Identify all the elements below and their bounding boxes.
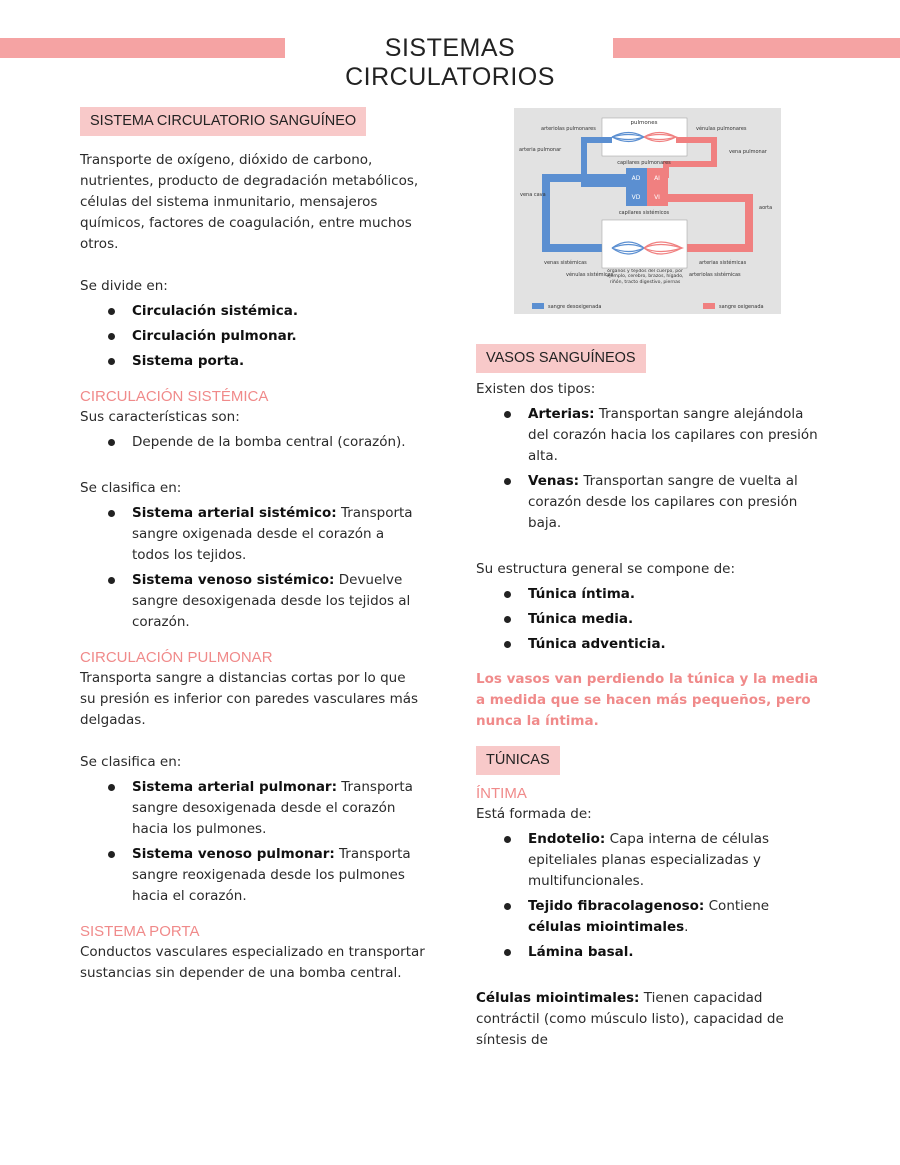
- list-item: Depende de la bomba central (corazón).: [108, 432, 425, 453]
- label-vena-pulmonar: vena pulmonar: [729, 149, 768, 155]
- label-venulas-pulmonares: vénulas pulmonares: [696, 125, 747, 132]
- list-item: Venas: Transportan sangre de vuelta al c…: [504, 471, 821, 534]
- list-item: Tejido fibracolagenoso: Contiene células…: [504, 896, 821, 938]
- subheading-circulacion-pulmonar: CIRCULACIÓN PULMONAR: [80, 649, 273, 666]
- label-arteria-pulmonar: arteria pulmonar: [519, 147, 562, 153]
- list-item: Lámina basal.: [504, 942, 821, 963]
- label-capilares-pulmonares: capilares pulmonares: [617, 160, 671, 166]
- page-title: SISTEMAS CIRCULATORIOS: [345, 34, 555, 91]
- bullet-list: Sistema arterial sistémico: Transporta s…: [80, 503, 425, 633]
- heart-ad: [626, 168, 647, 187]
- subheading-circulacion-sistemica: CIRCULACIÓN SISTÉMICA: [80, 388, 269, 405]
- label-ad: AD: [632, 175, 641, 182]
- left-column: SISTEMA CIRCULATORIO SANGUÍNEO Transport…: [80, 107, 425, 984]
- systemic-capillaries: [611, 241, 685, 255]
- bullet-list: Depende de la bomba central (corazón).: [80, 432, 425, 453]
- list-item: Sistema venoso sistémico: Devuelve sangr…: [108, 570, 425, 633]
- subheading-intima: ÍNTIMA: [476, 785, 527, 802]
- list-item: Circulación sistémica.: [108, 301, 425, 322]
- list-item: Sistema venoso pulmonar: Transporta sang…: [108, 844, 425, 907]
- paragraph: Se clasifica en:: [80, 480, 182, 496]
- label-venulas-sistemicas: vénulas sistémicas: [566, 271, 614, 278]
- highlight-note: Los vasos van perdiendo la túnica y la m…: [476, 671, 819, 729]
- title-bar-right: [613, 38, 900, 58]
- section-heading-sistema-circulatorio: SISTEMA CIRCULATORIO SANGUÍNEO: [80, 107, 367, 136]
- list-item: Sistema arterial pulmonar: Transporta sa…: [108, 777, 425, 840]
- paragraph-celulas: Células miointimales: Tienen capacidad c…: [476, 990, 784, 1048]
- paragraph: Transporte de oxígeno, dióxido de carbon…: [80, 152, 419, 252]
- label-ai: AI: [654, 175, 660, 182]
- title-bar-left: [0, 38, 285, 58]
- legend-swatch-blue: [532, 303, 544, 309]
- vena-cava-path: [542, 174, 626, 252]
- right-column: VASOS SANGUÍNEOS Existen dos tipos: Arte…: [476, 344, 821, 1051]
- legend-blue: sangre desoxigenada: [548, 304, 601, 310]
- list-item: Arterias: Transportan sangre alejándola …: [504, 404, 821, 467]
- paragraph: Sus características son:: [80, 409, 240, 425]
- bullet-list: Circulación sistémica. Circulación pulmo…: [80, 301, 425, 372]
- paragraph: Se clasifica en:: [80, 754, 182, 770]
- legend-red: sangre oxigenada: [719, 304, 764, 310]
- bullet-list: Arterias: Transportan sangre alejándola …: [476, 404, 821, 534]
- list-item: Túnica adventicia.: [504, 634, 821, 655]
- label-pulmones: pulmones: [631, 120, 658, 126]
- heart-vd: [626, 187, 647, 206]
- paragraph: Está formada de:: [476, 806, 592, 822]
- bullet-list: Túnica íntima. Túnica media. Túnica adve…: [476, 584, 821, 655]
- label-capilares-sistemicos: capilares sistémicos: [619, 209, 670, 216]
- list-item: Endotelio: Capa interna de células epite…: [504, 829, 821, 892]
- bullet-list: Sistema arterial pulmonar: Transporta sa…: [80, 777, 425, 907]
- section-heading-vasos: VASOS SANGUÍNEOS: [476, 344, 646, 373]
- label-vena-cava: vena cava: [520, 192, 546, 198]
- label-arterias-sistemicas: arterias sistémicas: [699, 259, 747, 266]
- circulation-diagram: pulmones arteriolas pulmonares vénulas p…: [514, 108, 781, 314]
- label-vd: VD: [632, 194, 641, 201]
- label-aorta: aorta: [759, 205, 772, 211]
- label-vi: VI: [654, 194, 660, 201]
- paragraph: Transporta sangre a distancias cortas po…: [80, 670, 419, 728]
- list-item: Circulación pulmonar.: [108, 326, 425, 347]
- circulation-diagram-svg: pulmones arteriolas pulmonares vénulas p…: [519, 117, 772, 310]
- list-item: Túnica media.: [504, 609, 821, 630]
- bullet-list: Endotelio: Capa interna de células epite…: [476, 829, 821, 963]
- list-item: Túnica íntima.: [504, 584, 821, 605]
- heart-ai: [647, 168, 668, 187]
- pulmonary-artery-path: [581, 137, 626, 187]
- label-arteriolas-pulmonares: arteriolas pulmonares: [541, 126, 596, 132]
- paragraph: Se divide en:: [80, 278, 168, 294]
- subheading-sistema-porta: SISTEMA PORTA: [80, 923, 200, 940]
- paragraph: Su estructura general se compone de:: [476, 561, 736, 577]
- label-organos: órganos y tejidos del cuerpo, por ejempl…: [606, 269, 684, 285]
- label-venas-sistemicas: venas sistémicas: [544, 259, 587, 266]
- section-heading-tunicas: TÚNICAS: [476, 746, 560, 775]
- label-arteriolas-sistemicas: arteriolas sistémicas: [689, 271, 741, 278]
- heart-vi: [647, 187, 668, 206]
- legend-swatch-red: [703, 303, 715, 309]
- paragraph: Existen dos tipos:: [476, 381, 596, 397]
- aorta-path: [668, 194, 753, 252]
- list-item: Sistema arterial sistémico: Transporta s…: [108, 503, 425, 566]
- list-item: Sistema porta.: [108, 351, 425, 372]
- paragraph: Conductos vasculares especializado en tr…: [80, 944, 425, 981]
